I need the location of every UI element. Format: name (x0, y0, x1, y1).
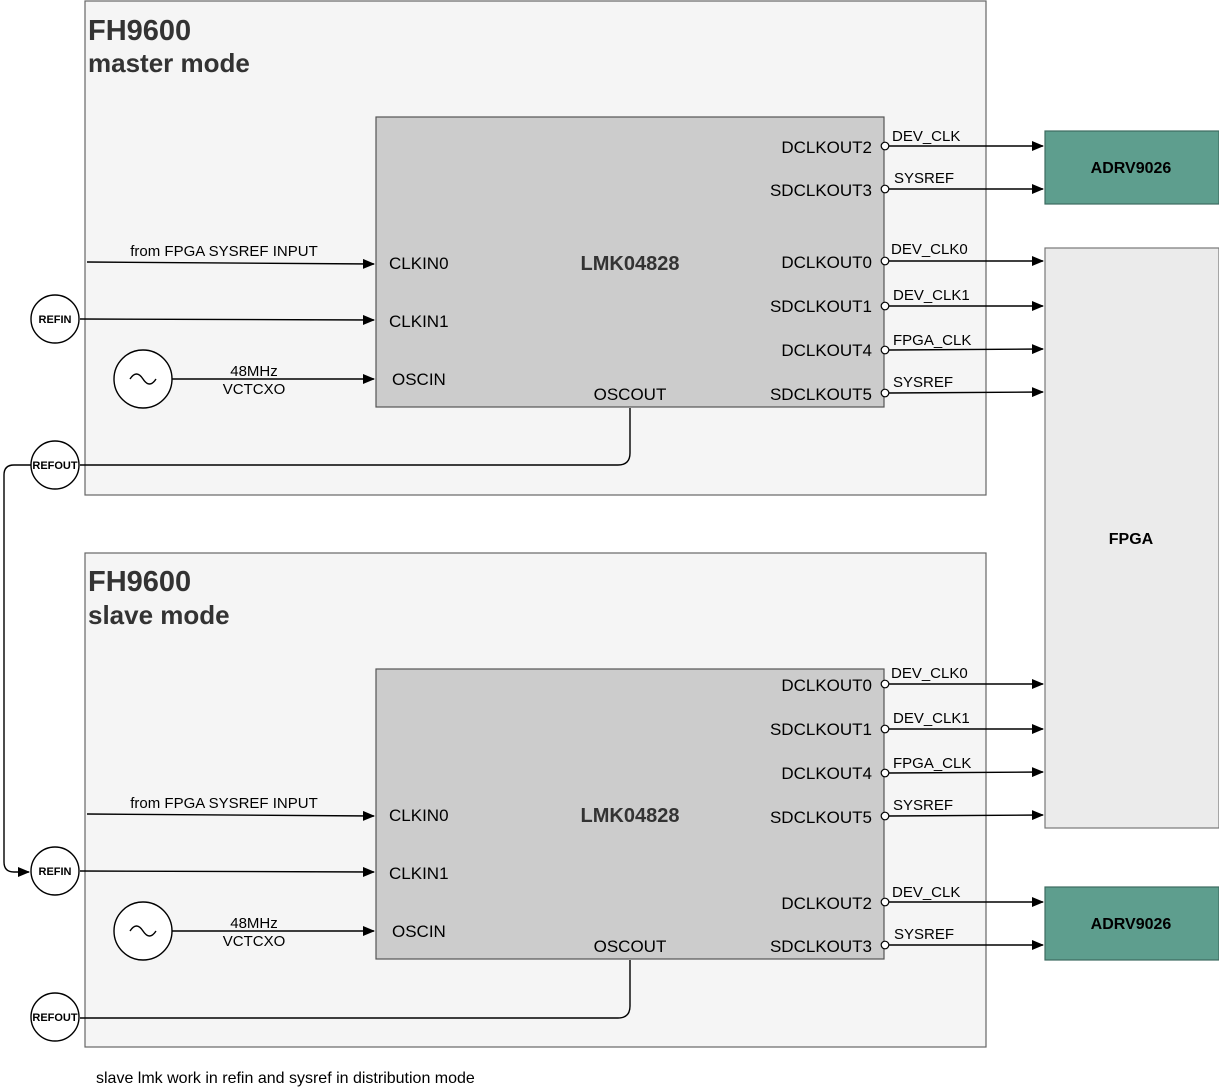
master-sysref-in-wire (86, 258, 375, 269)
master-title: FH9600 (88, 15, 191, 47)
master-out-wire-5 (888, 387, 1044, 398)
slave-pin-out-1: SDCLKOUT1 (770, 720, 872, 739)
slave-sysref-src-label: from FPGA SYSREF INPUT (130, 795, 318, 812)
slave-refin-label: REFIN (39, 866, 72, 878)
master-sine-icon (129, 373, 157, 385)
adrv-bottom-label: ADRV9026 (1091, 916, 1172, 933)
footer-note: slave lmk work in refin and sysref in di… (96, 1070, 475, 1087)
slave-out-pin-dot-0 (880, 679, 890, 689)
slave-out-pin-dot-4 (880, 897, 890, 907)
master-out-pin-dot-1 (880, 184, 890, 194)
master-refin-wire (79, 314, 375, 325)
master-pin-out-1: SDCLKOUT3 (770, 181, 872, 200)
master-sig-1: SYSREF (894, 170, 954, 187)
slave-mode-label: slave mode (88, 600, 230, 630)
slave-title: FH9600 (88, 566, 191, 598)
master-oscout-wire (80, 408, 631, 466)
slave-out-pin-dot-1 (880, 724, 890, 734)
master-pin-out-4: DCLKOUT4 (781, 341, 872, 360)
master-sysref-src-label: from FPGA SYSREF INPUT (130, 243, 318, 260)
slave-pin-out-4: DCLKOUT2 (781, 894, 872, 913)
adrv-bottom-block (1044, 886, 1219, 961)
master-pin-out-5: SDCLKOUT5 (770, 385, 872, 404)
slave-out-pin-dot-2 (880, 768, 890, 778)
slave-sig-3: SYSREF (893, 797, 953, 814)
fpga-label: FPGA (1109, 531, 1154, 548)
slave-pin-oscout: OSCOUT (594, 937, 667, 956)
slave-out-wire-3 (888, 810, 1044, 821)
refout-to-refin-link (3, 464, 31, 877)
slave-sine-icon (129, 925, 157, 937)
adrv-top-label: ADRV9026 (1091, 160, 1172, 177)
slave-chip-label: LMK04828 (581, 805, 680, 827)
master-out-pin-dot-0 (880, 141, 890, 151)
slave-out-pin-dot-3 (880, 811, 890, 821)
master-out-wire-4 (888, 344, 1044, 355)
slave-out-wire-2 (888, 767, 1044, 778)
master-out-pin-dot-5 (880, 388, 890, 398)
slave-oscout-wire (80, 960, 631, 1019)
slave-refout-label: REFOUT (32, 1012, 78, 1024)
slave-out-pin-dot-5 (880, 940, 890, 950)
slave-sysref-in-wire (86, 810, 375, 821)
slave-pin-out-5: SDCLKOUT3 (770, 937, 872, 956)
master-pin-oscout: OSCOUT (594, 385, 667, 404)
master-out-pin-dot-2 (880, 256, 890, 266)
slave-osc-freq: 48MHz (230, 915, 278, 932)
master-pin-oscin: OSCIN (392, 370, 446, 389)
master-refin-label: REFIN (39, 314, 72, 326)
slave-pin-oscin: OSCIN (392, 922, 446, 941)
master-lmk-chip (375, 116, 885, 408)
adrv-top-block (1044, 130, 1219, 205)
master-refin-connector (30, 294, 80, 344)
master-pin-clkin0: CLKIN0 (389, 254, 449, 273)
slave-lmk-chip (375, 668, 885, 960)
master-sig-3: DEV_CLK1 (893, 287, 970, 304)
master-osc-type: VCTCXO (223, 381, 286, 398)
slave-osc-type: VCTCXO (223, 933, 286, 950)
master-sig-5: SYSREF (893, 374, 953, 391)
fpga-block (1044, 247, 1219, 829)
slave-pin-out-3: SDCLKOUT5 (770, 808, 872, 827)
slave-pin-clkin0: CLKIN0 (389, 806, 449, 825)
master-pin-out-2: DCLKOUT0 (781, 253, 872, 272)
slave-pin-clkin1: CLKIN1 (389, 864, 449, 883)
master-mode-label: master mode (88, 48, 250, 78)
master-out-pin-dot-3 (880, 301, 890, 311)
slave-sig-5: SYSREF (894, 926, 954, 943)
slave-refin-connector (30, 846, 80, 896)
master-sig-2: DEV_CLK0 (891, 241, 968, 258)
slave-refout-connector (30, 992, 80, 1042)
master-pin-out-3: SDCLKOUT1 (770, 297, 872, 316)
slave-pin-out-2: DCLKOUT4 (781, 764, 872, 783)
master-pin-out-0: DCLKOUT2 (781, 138, 872, 157)
slave-sig-4: DEV_CLK (892, 884, 960, 901)
master-sig-0: DEV_CLK (892, 128, 960, 145)
slave-refin-wire (79, 866, 375, 877)
master-out-pin-dot-4 (880, 345, 890, 355)
master-refout-label: REFOUT (32, 460, 78, 472)
master-pin-clkin1: CLKIN1 (389, 312, 449, 331)
master-sig-4: FPGA_CLK (893, 332, 971, 349)
slave-sig-1: DEV_CLK1 (893, 710, 970, 727)
slave-pin-out-0: DCLKOUT0 (781, 676, 872, 695)
slave-sig-2: FPGA_CLK (893, 755, 971, 772)
slave-sig-0: DEV_CLK0 (891, 665, 968, 682)
master-osc-freq: 48MHz (230, 363, 278, 380)
master-chip-label: LMK04828 (581, 253, 680, 275)
